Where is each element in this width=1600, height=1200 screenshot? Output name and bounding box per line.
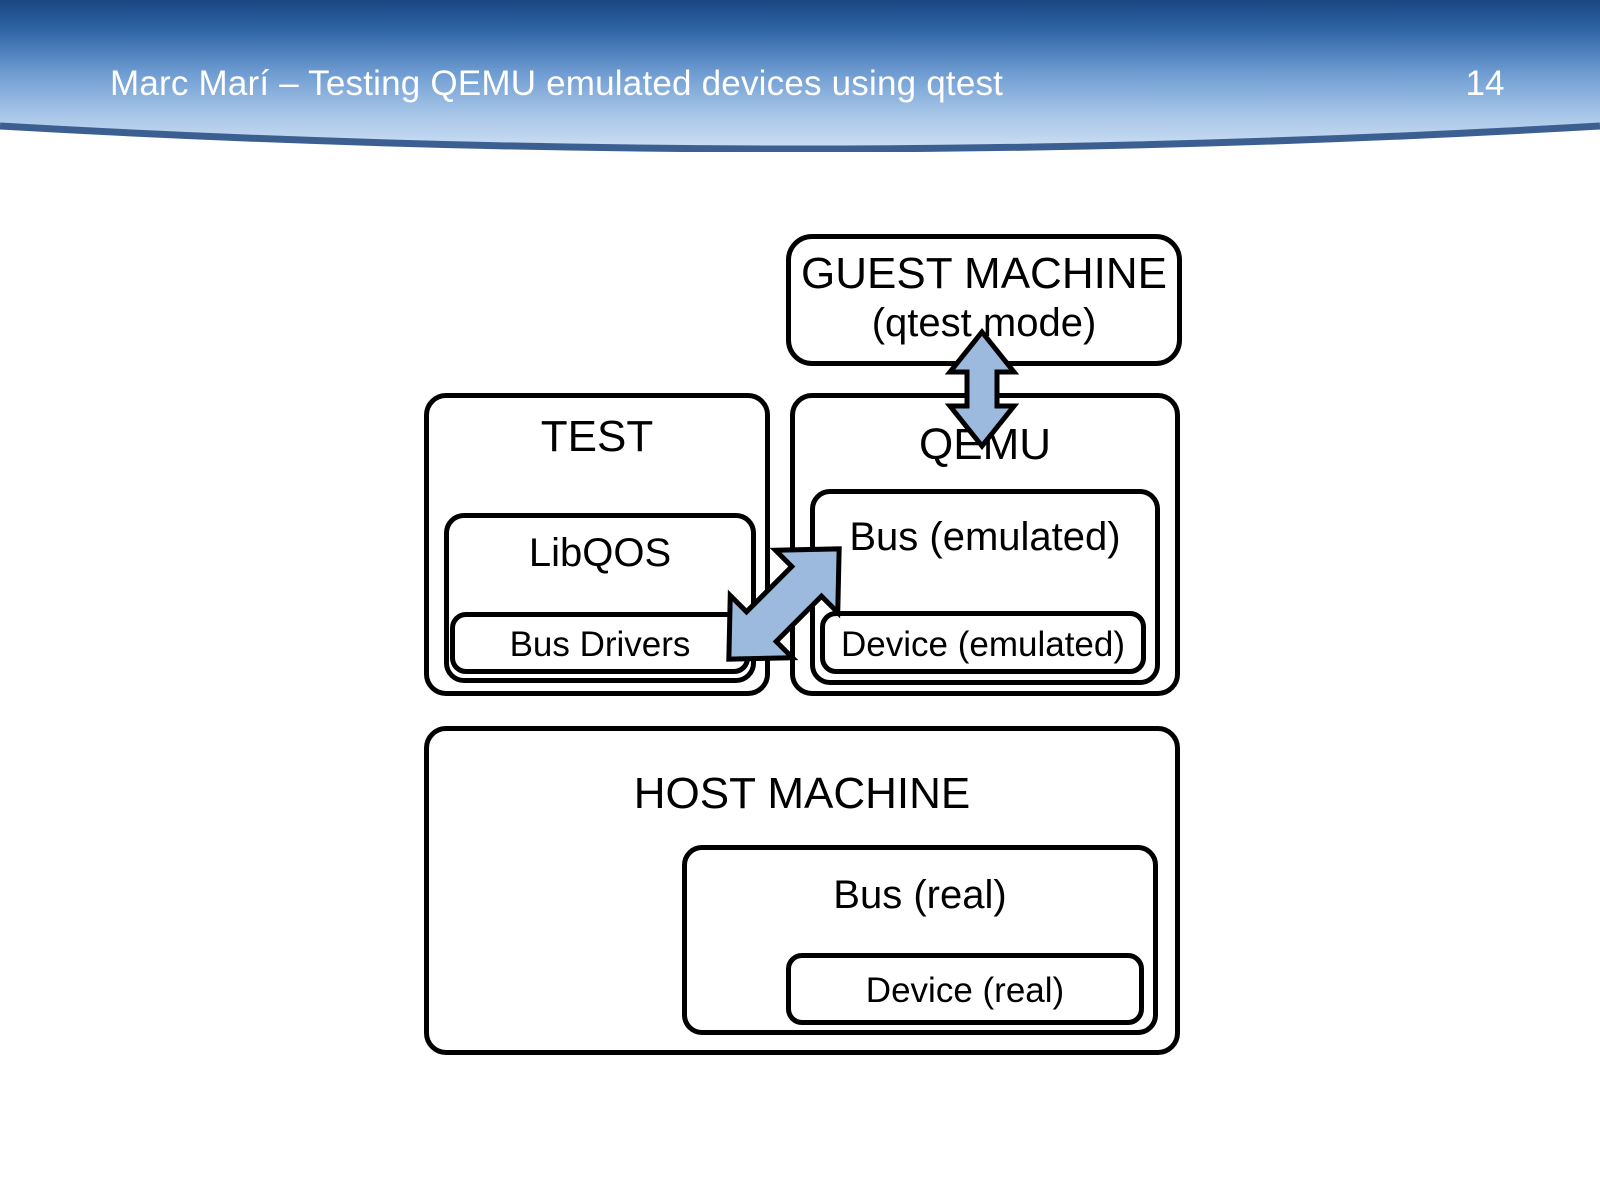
box-device-real-label: Device (real)	[865, 971, 1065, 1010]
box-libqos-label: LibQOS	[528, 531, 672, 575]
box-guest-machine-sublabel: (qtest mode)	[871, 301, 1097, 345]
slide-header-banner: Marc Marí – Testing QEMU emulated device…	[0, 0, 1600, 152]
box-bus-drivers-label: Bus Drivers	[509, 625, 691, 664]
slide-page-number: 14	[1465, 64, 1505, 103]
slide-title: Marc Marí – Testing QEMU emulated device…	[110, 64, 1004, 103]
box-guest-machine-label: GUEST MACHINE	[801, 249, 1167, 298]
box-test-label: TEST	[540, 412, 654, 461]
box-bus-emulated-label: Bus (emulated)	[849, 515, 1121, 559]
box-device-emulated[interactable]: Device (emulated)	[820, 611, 1146, 674]
box-qemu-label: QEMU	[919, 420, 1051, 469]
box-bus-drivers[interactable]: Bus Drivers	[450, 612, 750, 674]
header-banner-shape	[0, 0, 1600, 152]
box-device-emulated-label: Device (emulated)	[841, 625, 1125, 664]
box-guest-machine[interactable]: GUEST MACHINE (qtest mode)	[786, 234, 1182, 366]
box-host-machine-label: HOST MACHINE	[633, 769, 971, 818]
box-bus-real-label: Bus (real)	[833, 873, 1007, 917]
box-device-real[interactable]: Device (real)	[786, 953, 1144, 1025]
